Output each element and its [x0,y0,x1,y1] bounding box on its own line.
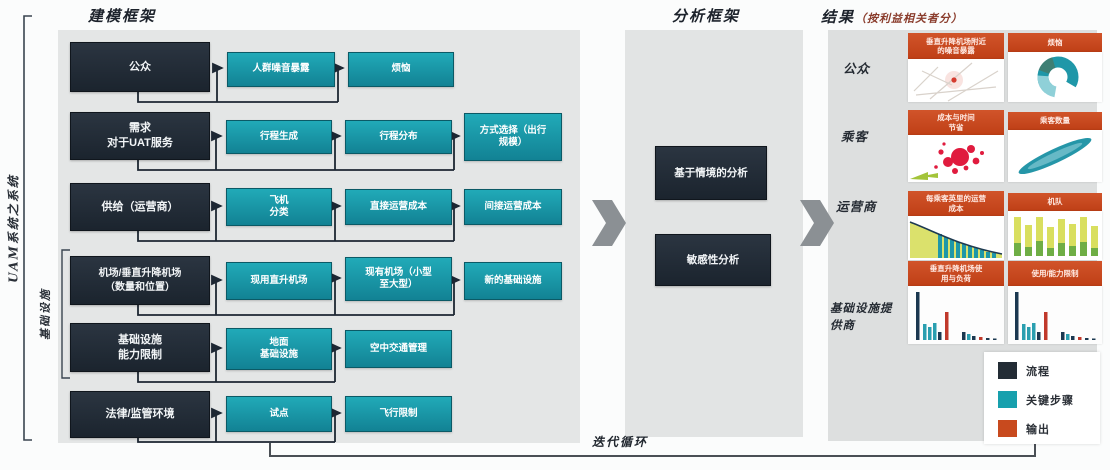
fleet-thumb [1008,211,1102,260]
modeling-title: 建模框架 [88,7,157,25]
legend-label-key-step: 关键步骤 [1026,394,1074,407]
step-box-noise-exposure: 人群噪音暴露 [227,52,335,87]
stakeholder-public: 公众 [843,61,871,76]
output-label-cost-time-savings: 成本与时间 节省 [908,110,1004,135]
iteration-loop-label: 迭代循环 [591,435,648,449]
step-box-new-infrastructure: 新的基础设施 [464,262,562,300]
step-box-flight-restrictions: 飞行限制 [345,396,452,432]
results-title: 结果（按利益相关者分） [821,6,963,27]
output-label-annoyance: 烦恼 [1008,33,1102,52]
teal-streak-chart [1018,137,1092,175]
grouped-bars-chart-1 [916,292,997,340]
analysis-box-scenario: 基于情境的分析 [655,146,767,200]
step-box-trip-distribution: 行程分布 [345,120,452,154]
key-step-swatch [998,391,1017,408]
results-title-main: 结果 [821,8,856,26]
vertiport-usage-thumb [908,286,1004,344]
step-box-pilots: 试点 [226,396,332,432]
legend-item-key-step: 关键步骤 [998,391,1074,408]
red-scatter-chart [910,142,984,180]
step-box-direct-cost: 直接运营成本 [345,189,452,225]
output-label-cost-per-mile: 每乘客英里的运营 成本 [908,191,1004,216]
stakeholder-passengers: 乘客 [841,129,869,144]
cost-per-mile-thumb [908,216,1004,260]
source-box-demand: 需求 对于UAT服务 [70,112,210,160]
flow-arrow-left [592,200,626,246]
analysis-panel [625,30,803,437]
analysis-title: 分析框架 [672,7,741,25]
output-label-fleet: 机队 [1008,193,1102,211]
legend-label-process: 流程 [1026,365,1050,378]
area-decline-chart [909,221,1003,258]
step-box-heliports: 现用直升机场 [226,262,332,300]
stakeholder-operators: 运营商 [836,199,877,214]
output-label-capacity-limits: 使用/能力限制 [1008,261,1102,286]
outer-bracket [23,15,32,441]
process-swatch [998,362,1017,379]
passenger-volume-thumb [1008,130,1102,182]
legend-label-output: 输出 [1026,423,1050,436]
noise-map-chart [913,62,999,102]
step-box-aircraft-class: 飞机 分类 [226,188,332,226]
analysis-box-sensitivity: 敏感性分析 [655,234,771,286]
capacity-limits-thumb [1008,286,1102,344]
source-box-public: 公众 [70,42,210,92]
green-arrow [910,172,938,180]
infrastructure-axis-label: 基础设施 [39,288,52,340]
output-label-passenger-volume: 乘客数量 [1008,112,1102,130]
stakeholder-infra-providers: 基础设施提 供商 [830,301,893,333]
legend: 流程 关键步骤 输出 [984,352,1100,444]
step-box-annoyance: 烦恼 [348,52,454,87]
output-label-noise-exposure: 垂直升降机场附近 的噪音暴露 [908,33,1004,59]
step-box-atm: 空中交通管理 [345,330,452,368]
step-box-existing-airports: 现有机场（小型 至大型） [345,257,452,301]
step-box-trip-generation: 行程生成 [226,120,332,154]
step-box-indirect-cost: 间接运营成本 [464,189,562,225]
step-box-mode-choice: 方式选择（出行 规模） [464,113,562,161]
cost-time-thumb [908,135,1004,182]
legend-item-output: 输出 [998,420,1050,437]
noise-map-thumb [908,59,1004,102]
legend-item-process: 流程 [998,362,1050,379]
source-box-capacity-constraints: 基础设施 能力限制 [70,323,210,372]
grouped-bars-chart-2 [1015,292,1096,340]
source-box-legal: 法律/监管环境 [70,391,210,438]
donut-chart [1037,56,1079,98]
yellow-bars-chart [1014,217,1098,256]
results-title-sub: （按利益相关者分） [855,12,964,25]
step-box-ground-infrastructure: 地面 基础设施 [226,328,332,370]
output-swatch [998,420,1017,437]
annoyance-thumb [1008,52,1102,102]
uam-system-axis-label: UAM系统之系统 [6,174,21,283]
output-label-vertiport-usage: 垂直升降机场使 用与负荷 [908,261,1004,286]
source-box-supply: 供给（运营商） [70,183,210,231]
source-box-vertiports: 机场/垂直升降机场 （数量和位置） [70,256,210,305]
